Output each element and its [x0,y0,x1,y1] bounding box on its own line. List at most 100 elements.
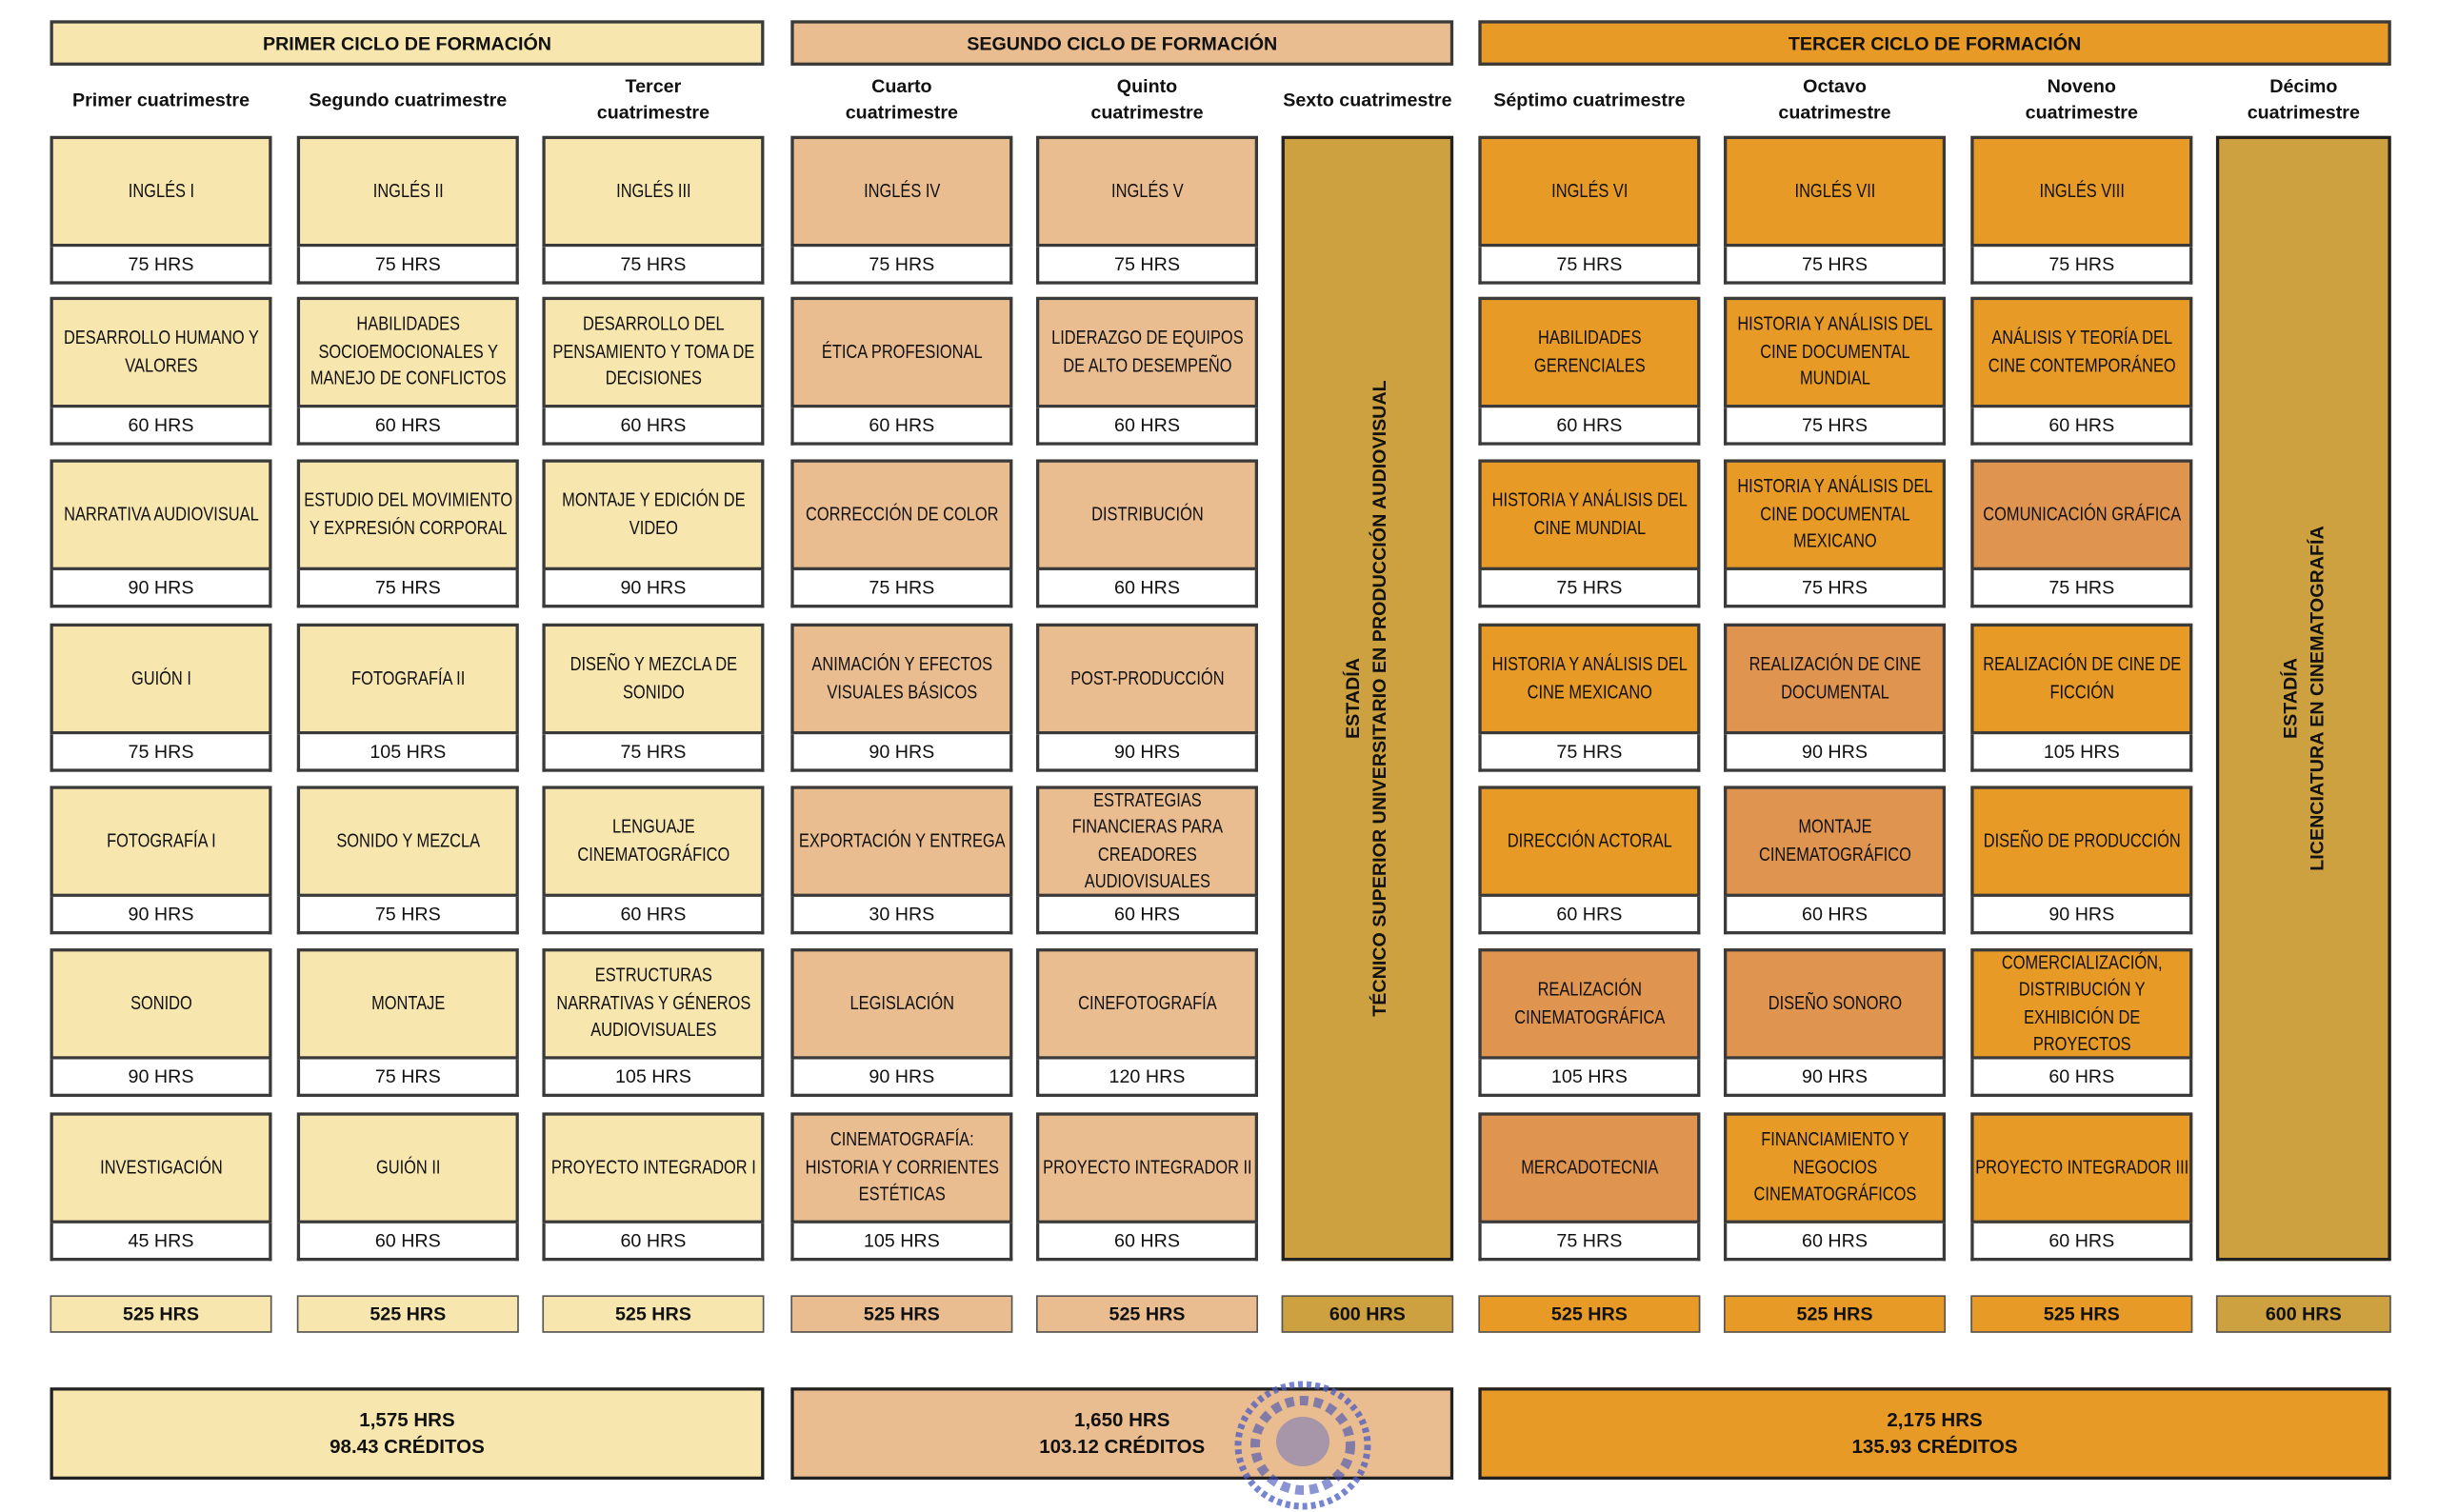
course-name: LEGISLACIÓN [849,991,954,1014]
cycle-header: PRIMER CICLO DE FORMACIÓN [50,20,765,66]
course-hours: 75 HRS [296,896,519,935]
course-name: INGLÉS VII [1794,179,1875,202]
course-hours: 60 HRS [1478,408,1701,446]
course-card: MONTAJE [296,948,519,1060]
course-card: ANIMACIÓN Y EFECTOS VISUALES BÁSICOS [790,623,1013,735]
course-name: POST-PRODUCCIÓN [1069,666,1225,689]
course-name: REALIZACIÓN DE CINE DE FICCIÓN [1982,652,2181,703]
course-name: ESTRUCTURAS NARRATIVAS Y GÉNEROS AUDIOVI… [555,964,750,1042]
course-hours: 75 HRS [1724,408,1947,446]
course-name: REALIZACIÓN DE CINE DOCUMENTAL [1749,652,1921,703]
course-name: NARRATIVA AUDIOVISUAL [63,502,259,525]
course-name: HISTORIA Y ANÁLISIS DEL CINE MUNDIAL [1491,488,1688,539]
course-hours: 90 HRS [542,569,765,608]
course-name: ESTRATEGIAS FINANCIERAS PARA CREADORES A… [1071,787,1223,893]
course-hours: 60 HRS [790,408,1013,446]
semester-label: Séptimo cuatrimestre [1493,88,1686,110]
course-name: LENGUAJE CINEMATOGRÁFICO [577,815,729,865]
semester-total-hours: 525 HRS [1970,1295,2193,1333]
course-name: MONTAJE Y EDICIÓN DE VIDEO [561,488,746,539]
course-card: ÉTICA PROFESIONAL [790,296,1013,408]
course-hours: 75 HRS [1478,1223,1701,1262]
course-name: CINEMATOGRAFÍA: HISTORIA Y CORRIENTES ES… [805,1128,999,1205]
course-card: CORRECCIÓN DE COLOR [790,459,1013,570]
course-hours: 75 HRS [790,247,1013,285]
course-hours: 75 HRS [296,1059,519,1097]
course-name: MONTAJE [370,991,445,1014]
course-card: HABILIDADES SOCIOEMOCIONALES Y MANEJO DE… [296,296,519,408]
course-name: FOTOGRAFÍA II [350,666,465,689]
course-hours: 75 HRS [296,247,519,285]
course-hours: 60 HRS [296,408,519,446]
course-hours: 75 HRS [1478,569,1701,608]
course-card: INGLÉS VI [1478,135,1701,248]
course-hours: 75 HRS [1478,734,1701,772]
course-name: INGLÉS VI [1550,179,1629,202]
semester-label: Segundo cuatrimestre [309,88,508,110]
cycle-header: TERCER CICLO DE FORMACIÓN [1478,20,2391,66]
course-card: GUIÓN I [50,623,272,735]
semester-label: Quinto cuatrimestre [1090,74,1204,124]
course-card: PROYECTO INTEGRADOR I [542,1112,765,1224]
course-card: ESTUDIO DEL MOVIMIENTO Y EXPRESIÓN CORPO… [296,459,519,570]
course-hours: 75 HRS [1724,247,1947,285]
course-card: HISTORIA Y ANÁLISIS DEL CINE DOCUMENTAL … [1724,296,1947,408]
course-hours: 60 HRS [1724,896,1947,935]
course-hours: 105 HRS [542,1059,765,1097]
course-hours: 90 HRS [1035,734,1259,772]
course-card: GUIÓN II [296,1112,519,1224]
course-hours: 90 HRS [1724,734,1947,772]
course-card: DESARROLLO HUMANO Y VALORES [50,296,272,408]
course-hours: 75 HRS [542,247,765,285]
course-card: INGLÉS III [542,135,765,248]
course-hours: 75 HRS [1035,247,1259,285]
course-name: HABILIDADES SOCIOEMOCIONALES Y MANEJO DE… [310,312,507,390]
cycle-total-hours: 1,575 HRS [359,1408,455,1431]
course-card: DISEÑO Y MEZCLA DE SONIDO [542,623,765,735]
course-card: REALIZACIÓN DE CINE DE FICCIÓN [1970,623,2193,735]
course-card: DISEÑO SONORO [1724,948,1947,1060]
course-card: REALIZACIÓN DE CINE DOCUMENTAL [1724,623,1947,735]
course-name: FINANCIAMIENTO Y NEGOCIOS CINEMATOGRÁFIC… [1753,1128,1916,1205]
course-name: INGLÉS V [1110,179,1184,202]
course-hours: 60 HRS [1970,408,2193,446]
official-seal-icon [1234,1381,1371,1510]
course-name: INGLÉS IV [863,179,940,202]
semester-label: Tercer cuatrimestre [596,74,710,124]
course-card: LIDERAZGO DE EQUIPOS DE ALTO DESEMPEÑO [1035,296,1259,408]
semester-total-hours: 525 HRS [790,1295,1013,1333]
course-card: FINANCIAMIENTO Y NEGOCIOS CINEMATOGRÁFIC… [1724,1112,1947,1224]
course-hours: 60 HRS [1970,1059,2193,1097]
course-name: HABILIDADES GERENCIALES [1533,326,1646,376]
course-card: INGLÉS V [1035,135,1259,248]
estadia-subtitle: TÉCNICO SUPERIOR UNIVERSITARIO EN PRODUC… [1369,380,1391,1017]
course-name: INVESTIGACIÓN [99,1155,223,1178]
course-name: PROYECTO INTEGRADOR I [550,1155,756,1178]
course-card: DISTRIBUCIÓN [1035,459,1259,570]
course-hours: 60 HRS [1724,1223,1947,1262]
semester-total-hours: 600 HRS [2215,1295,2391,1333]
estadia-title: ESTADÍA [2278,658,2301,740]
semester-total-hours: 525 HRS [50,1295,272,1333]
course-card: FOTOGRAFÍA II [296,623,519,735]
course-hours: 75 HRS [50,247,272,285]
course-card: INGLÉS VII [1724,135,1947,248]
course-name: DISEÑO Y MEZCLA DE SONIDO [570,652,737,703]
course-name: GUIÓN II [375,1155,441,1178]
course-hours: 90 HRS [50,569,272,608]
course-name: COMUNICACIÓN GRÁFICA [1982,502,2181,525]
course-hours: 75 HRS [1724,569,1947,608]
course-name: FOTOGRAFÍA I [106,828,216,851]
course-hours: 105 HRS [296,734,519,772]
course-card: DIRECCIÓN ACTORAL [1478,786,1701,897]
course-hours: 105 HRS [790,1223,1013,1262]
course-card: HISTORIA Y ANÁLISIS DEL CINE MUNDIAL [1478,459,1701,570]
course-name: DISTRIBUCIÓN [1090,502,1204,525]
course-card: LENGUAJE CINEMATOGRÁFICO [542,786,765,897]
course-card: COMERCIALIZACIÓN, DISTRIBUCIÓN Y EXHIBIC… [1970,948,2193,1060]
course-hours: 60 HRS [542,408,765,446]
course-card: EXPORTACIÓN Y ENTREGA [790,786,1013,897]
